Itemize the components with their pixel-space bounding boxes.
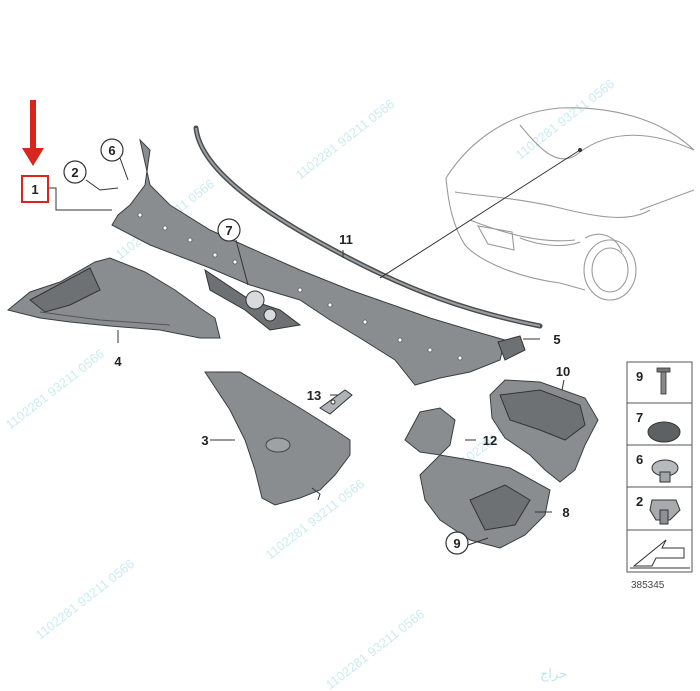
callout-7: 7: [225, 223, 232, 238]
lower-panel-3: [204, 371, 351, 506]
watermark-text-5: 1102281 93211 0566: [33, 556, 138, 642]
callout-13: 13: [307, 388, 321, 403]
callout-5: 5: [553, 332, 560, 347]
car-outline-icon: [445, 107, 695, 301]
watermark-text-1: 1102281 93211 0566: [3, 346, 108, 432]
round-cap-icon: [647, 421, 681, 443]
fastener-legend: 9 7 6 2: [626, 361, 693, 573]
clip-nut-icon: [649, 499, 681, 525]
watermark-arabic: حراج: [540, 667, 567, 682]
deflector-12: [404, 407, 456, 456]
housing-8: [419, 454, 551, 549]
callout-3: 3: [201, 433, 208, 448]
callout-11: 11: [339, 232, 353, 247]
bracket-5: [497, 335, 526, 361]
legend-num-3: 6: [636, 452, 643, 467]
highlight-arrow-icon: [22, 100, 44, 166]
watermark-text-4: 1102281 93211 0566: [513, 76, 618, 162]
callout-9-circle: [445, 531, 469, 555]
callout-7-circle: [217, 218, 241, 242]
callout-2-circle: [63, 160, 87, 184]
cover-10: [489, 379, 599, 483]
callout-6-circle: [100, 138, 124, 162]
direction-arrow-icon: [630, 539, 690, 569]
side-panel-4: [6, 257, 221, 339]
diagram-number: 385345: [631, 580, 665, 591]
callout-1-highlight-box: [21, 175, 49, 203]
legend-num-4: 2: [636, 494, 643, 509]
callout-12: 12: [483, 433, 497, 448]
bracket-13: [319, 389, 353, 415]
callout-2: 2: [71, 165, 78, 180]
cowl-panel-1: [111, 138, 506, 386]
push-rivet-icon: [656, 367, 671, 395]
callout-4: 4: [114, 354, 122, 369]
callout-10: 10: [556, 364, 570, 379]
callout-9: 9: [453, 536, 460, 551]
callout-1: 1: [31, 182, 38, 197]
callout-6: 6: [108, 143, 115, 158]
watermark-text-8: 1102281 93211 0566: [323, 606, 428, 691]
callout-8: 8: [562, 505, 569, 520]
legend-num-1: 9: [636, 369, 643, 384]
leader-lines: [48, 157, 565, 546]
legend-num-2: 7: [636, 410, 643, 425]
watermark-text-3: 1102281 93211 0566: [293, 96, 398, 182]
mushroom-clip-icon: [651, 459, 679, 483]
